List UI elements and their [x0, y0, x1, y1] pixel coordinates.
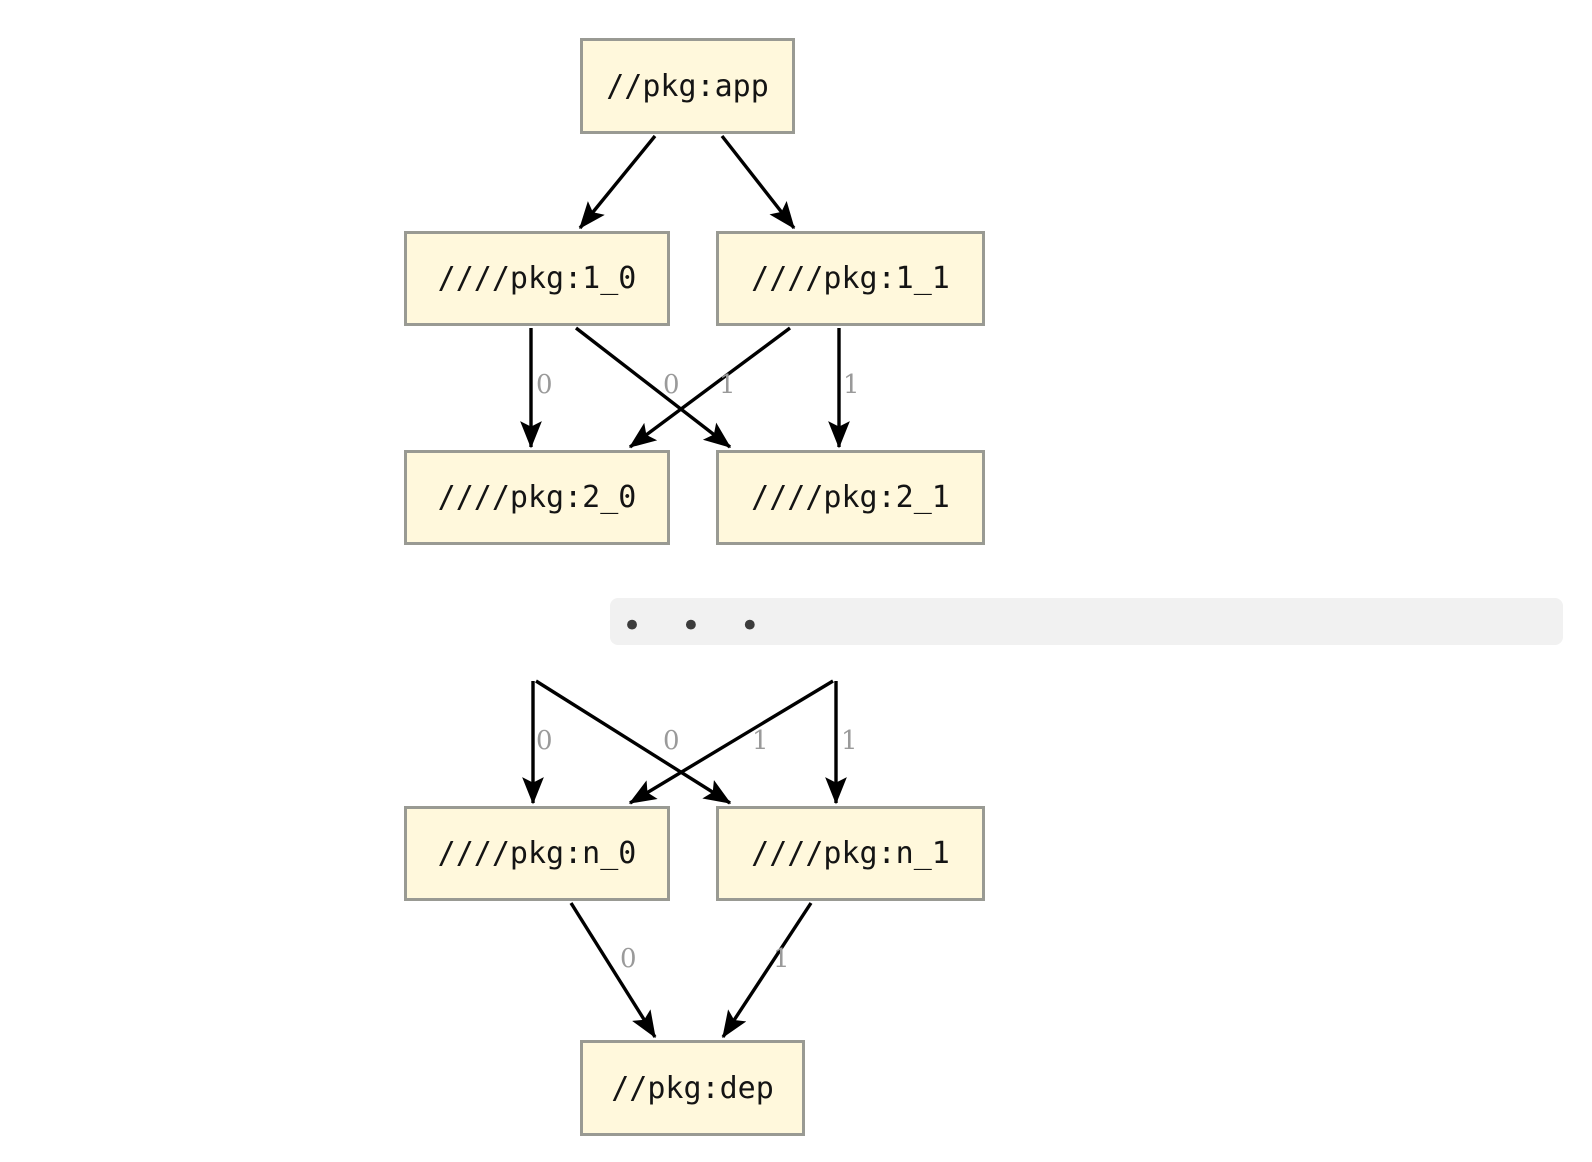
node-n2_1[interactable]: ////pkg:2_1 [716, 450, 985, 545]
edge-arrow [628, 326, 792, 449]
edge-label: 1 [773, 944, 790, 974]
node-n1_1[interactable]: ////pkg:1_1 [716, 231, 985, 326]
edge-arrow [535, 679, 732, 805]
edge-label: 0 [536, 726, 553, 756]
edges-group [520, 134, 850, 1039]
edge-arrow [574, 326, 732, 449]
ellipsis-band: • • • [610, 598, 1563, 645]
node-label: //pkg:dep [611, 1070, 774, 1106]
ellipsis-dots: • • • [622, 606, 774, 646]
edge-label: 1 [843, 370, 860, 400]
node-label: ////pkg:1_0 [437, 261, 637, 296]
edge-label: 0 [620, 944, 637, 974]
edge-arrow [569, 902, 657, 1039]
edge-arrow [720, 134, 796, 230]
node-nn_0[interactable]: ////pkg:n_0 [404, 806, 670, 901]
edge-label: 0 [663, 726, 680, 756]
node-n2_0[interactable]: ////pkg:2_0 [404, 450, 670, 545]
node-label: ////pkg:n_0 [437, 836, 637, 871]
edge-arrow [721, 902, 813, 1039]
node-label: ////pkg:n_1 [751, 836, 950, 871]
node-n1_0[interactable]: ////pkg:1_0 [404, 231, 670, 326]
node-nn_1[interactable]: ////pkg:n_1 [716, 806, 985, 901]
node-label: //pkg:app [606, 68, 769, 104]
edge-label: 1 [841, 726, 858, 756]
node-label: ////pkg:1_1 [751, 261, 950, 296]
node-label: ////pkg:2_0 [437, 480, 637, 515]
edge-arrow [578, 134, 657, 230]
edge-label: 0 [536, 370, 553, 400]
edge-label: 1 [719, 370, 736, 400]
node-label: ////pkg:2_1 [751, 480, 950, 515]
edge-label: 0 [663, 370, 680, 400]
edge-label: 1 [752, 726, 769, 756]
node-app[interactable]: //pkg:app [580, 38, 795, 134]
edge-arrow [628, 679, 834, 805]
node-dep[interactable]: //pkg:dep [580, 1040, 805, 1136]
